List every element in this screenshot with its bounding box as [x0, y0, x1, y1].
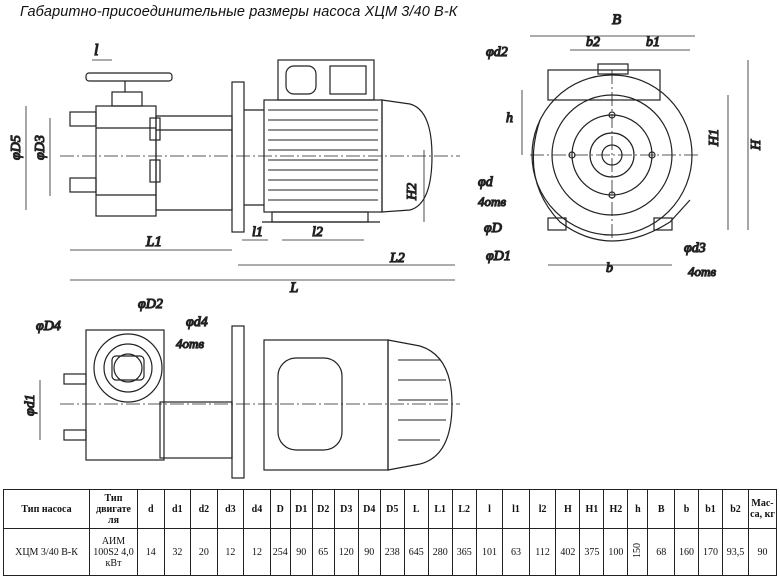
table-header-cell: D2	[311, 489, 335, 529]
dim-d2: φd2	[486, 45, 508, 60]
table-cell: 280	[427, 528, 453, 576]
table-header-cell: b	[674, 489, 699, 529]
table-header-cell: d4	[243, 489, 271, 529]
dim-b: b	[606, 261, 613, 276]
dim-D2b: φD2	[138, 297, 163, 312]
dim-B: B	[612, 12, 621, 28]
table-cell: 254	[269, 528, 291, 576]
dim-l1: l1	[252, 225, 263, 240]
dim-L: L	[289, 280, 298, 296]
table-cell: 101	[475, 528, 504, 576]
table-header-cell: d	[137, 489, 165, 529]
dim-h: h	[506, 111, 513, 126]
table-cell: 120	[333, 528, 359, 576]
end-view	[521, 35, 749, 266]
side-view	[25, 59, 460, 281]
dim-b2: b2	[586, 35, 600, 50]
technical-drawing: l φD5 φD3 L1 L l1 l2 L2 H2 B φd2 b2 b	[8, 11, 765, 479]
table-cell: 645	[403, 528, 429, 576]
table-cell: 238	[379, 528, 405, 576]
table-header-cell: b2	[722, 489, 749, 529]
dim-D4: φD4	[36, 319, 61, 334]
table-header-cell: B	[647, 489, 675, 529]
dim-L1: L1	[145, 234, 162, 250]
dim-H: H	[749, 139, 764, 151]
table-cell: 112	[528, 528, 557, 576]
dim-d1: φd1	[23, 394, 38, 416]
dim-holes: 4отв	[478, 194, 506, 209]
table-cell: 12	[243, 528, 271, 576]
table-header-cell: D1	[289, 489, 313, 529]
table-cell: 12	[216, 528, 245, 576]
table-header-cell: D3	[333, 489, 359, 529]
table-header-cell: H1	[579, 489, 605, 529]
table-cell: 93,5	[722, 528, 749, 576]
dim-D: φD	[484, 221, 502, 236]
table-cell: ХЦМ 3/40 В-К	[3, 528, 90, 576]
table-cell: 90	[289, 528, 313, 576]
table-header-cell: h	[627, 489, 649, 529]
table-header-cell: D4	[357, 489, 381, 529]
dim-holes3: 4отв	[176, 336, 204, 351]
table-header-cell: Тип двигате ля	[89, 489, 138, 529]
table-cell: 100	[603, 528, 629, 576]
dim-d: φd	[478, 175, 494, 190]
dim-D3: φD3	[33, 135, 48, 160]
drawing-title: Габаритно-присоединительные размеры насо…	[20, 4, 458, 20]
table-header-cell: b1	[698, 489, 723, 529]
dim-D1: φD1	[486, 249, 511, 264]
dim-H2: H2	[405, 183, 420, 201]
table-cell: АИМ 100S2 4,0 кВт	[89, 528, 138, 576]
table-header-cell: L2	[451, 489, 477, 529]
table-header-cell: d3	[216, 489, 245, 529]
table-cell: 170	[698, 528, 723, 576]
table-cell: 402	[555, 528, 581, 576]
table-header-cell: L	[403, 489, 429, 529]
dim-D5: φD5	[9, 135, 24, 160]
table-cell: 375	[579, 528, 605, 576]
dim-holes2: 4отв	[688, 264, 716, 279]
dim-l: l	[94, 42, 99, 59]
table-header-cell: L1	[427, 489, 453, 529]
table-header-cell: d2	[190, 489, 218, 529]
table-cell: 68	[647, 528, 675, 576]
table-cell: 63	[502, 528, 530, 576]
table-cell: 14	[137, 528, 165, 576]
table-header-cell: Мас-са, кг	[748, 489, 777, 529]
dim-H1: H1	[707, 129, 722, 147]
table-header-cell: Тип насоса	[3, 489, 90, 529]
dim-l2: l2	[312, 225, 323, 240]
table-cell: 365	[451, 528, 477, 576]
plan-view	[39, 325, 460, 479]
table-cell: 20	[190, 528, 218, 576]
dim-d4: φd4	[186, 315, 208, 330]
table-cell: 160	[674, 528, 699, 576]
table-cell: 150	[627, 528, 649, 576]
table-cell: 90	[357, 528, 381, 576]
table-cell: 65	[311, 528, 335, 576]
table-header-cell: l1	[502, 489, 530, 529]
table-cell: 90	[748, 528, 777, 576]
table-cell: 32	[163, 528, 192, 576]
dim-L2: L2	[389, 251, 405, 266]
table-header-cell: D	[269, 489, 291, 529]
table-header-cell: D5	[379, 489, 405, 529]
table-header-cell: H2	[603, 489, 629, 529]
table-header-cell: l2	[528, 489, 557, 529]
table-header-cell: d1	[163, 489, 192, 529]
table-header-cell: l	[475, 489, 504, 529]
dim-b1: b1	[646, 35, 660, 50]
table-header-cell: H	[555, 489, 581, 529]
dim-d3: φd3	[684, 241, 706, 256]
